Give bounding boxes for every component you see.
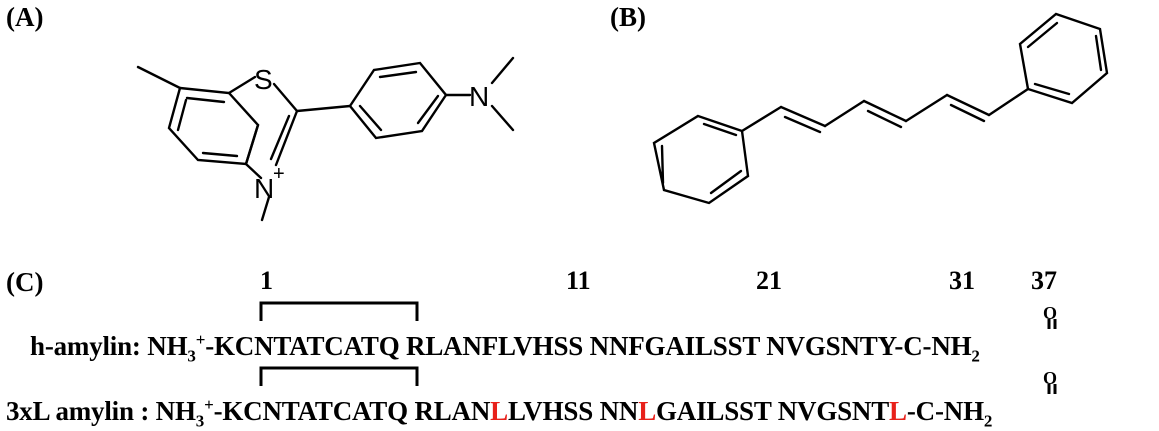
- residue-number-31: 31: [949, 266, 975, 295]
- disulfide-bracket-2: [259, 366, 419, 386]
- molecule-b-structure: [652, 12, 1109, 205]
- sulfur-atom: S: [254, 64, 273, 95]
- amide-group: NH: [931, 331, 972, 361]
- amine-nitrogen: N: [469, 81, 489, 112]
- amide-carbon: C: [903, 331, 923, 361]
- cation-charge: +: [273, 163, 285, 185]
- sequence-3xl-amylin: 3xL amylin : NH3+-KCNTATCATQ RLANLLVHSS …: [6, 395, 993, 431]
- n-terminus: NH: [155, 396, 196, 426]
- residue-number-1: 1: [260, 266, 273, 295]
- sequence-h-amylin: h-amylin: NH3+-KCNTATCATQ RLANFLVHSS NNF…: [30, 330, 980, 366]
- carbonyl-oxygen-1: O: [1043, 303, 1057, 323]
- residue-number-37: 37: [1031, 266, 1057, 295]
- residue-number-11: 11: [566, 266, 591, 295]
- residues: -KCNTATCATQ RLAN: [213, 396, 491, 426]
- panel-label-c: (C): [6, 267, 44, 297]
- amide-group: NH: [943, 396, 984, 426]
- amide-carbon: C: [915, 396, 936, 426]
- residues: -KCNTATCATQ RLANFLVHSS NNFGAILSST NVGSNT…: [205, 331, 904, 361]
- mutation-residue: L: [638, 396, 656, 426]
- sequence-name: h-amylin:: [30, 331, 148, 361]
- cation-nitrogen: N: [254, 173, 274, 204]
- molecule-a-structure: S N N +: [136, 56, 515, 222]
- mutation-residue: L: [889, 396, 907, 426]
- mutation-residue: L: [490, 396, 508, 426]
- disulfide-bracket-1: [259, 301, 419, 321]
- panel-label-a: (A): [6, 2, 44, 32]
- carbonyl-oxygen-2: O: [1043, 368, 1057, 388]
- sequence-name: 3xL amylin :: [6, 396, 156, 426]
- n-terminus: NH: [147, 331, 188, 361]
- residue-number-21: 21: [756, 266, 782, 295]
- panel-label-b: (B): [610, 2, 646, 32]
